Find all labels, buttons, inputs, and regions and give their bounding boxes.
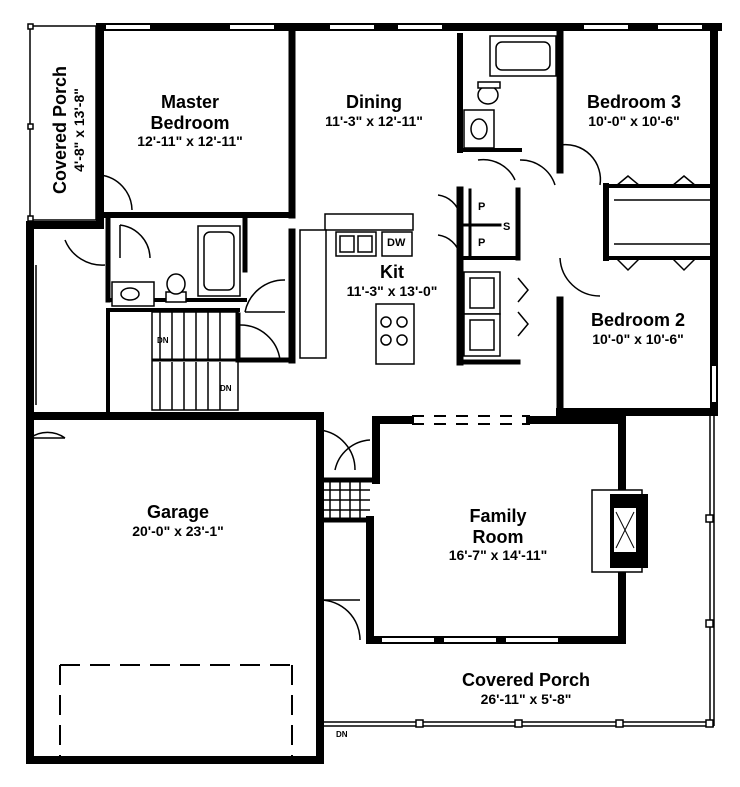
stairs: [151, 311, 370, 520]
family-room-label: Family Room 16'-7" x 14'-11": [428, 506, 568, 563]
stair-dn-lower-label: DN: [220, 384, 232, 393]
bedroom3-name: Bedroom 3: [586, 92, 682, 112]
side-porch-dims: 4'-8" x 13'-8": [70, 88, 87, 172]
master-bedroom-dims: 12'-11" x 12'-11": [137, 133, 243, 150]
kitchen-name: Kit: [380, 262, 404, 282]
garage-door-outline: [59, 664, 293, 760]
stair-dn-upper-label: DN: [157, 336, 169, 345]
door-swings: [29, 143, 697, 641]
master-bedroom-name-2: Bedroom: [150, 112, 230, 133]
bedroom3-label: Bedroom 3 10'-0" x 10'-6": [564, 92, 704, 129]
side-porch-label: Covered Porch 4'-8" x 13'-8": [50, 55, 87, 205]
bedroom2-label: Bedroom 2 10'-0" x 10'-6": [568, 310, 708, 347]
closet-rods: [35, 199, 714, 405]
shelf-label: S: [503, 221, 511, 233]
front-porch-outline: [320, 416, 715, 728]
garage-label: Garage 20'-0" x 23'-1": [108, 502, 248, 539]
dining-label: Dining 11'-3" x 12'-11": [304, 92, 444, 129]
opening-dashed: [412, 415, 530, 425]
family-room-name-1: Family: [469, 506, 527, 526]
garage-dims: 20'-0" x 23'-1": [132, 522, 224, 539]
kitchen-counters: [299, 213, 501, 365]
pantry-top-label: P: [478, 201, 486, 213]
front-porch-dims: 26'-11" x 5'-8": [480, 690, 572, 707]
dining-dims: 11'-3" x 12'-11": [325, 112, 423, 129]
bath-fixtures: [111, 35, 557, 307]
master-bedroom-name-1: Master: [160, 92, 220, 112]
porch-dn-label: DN: [336, 730, 348, 739]
front-porch-label: Covered Porch 26'-11" x 5'-8": [446, 670, 606, 707]
garage-name: Garage: [146, 502, 210, 522]
bedroom2-dims: 10'-0" x 10'-6": [592, 330, 684, 347]
kitchen-label: Kit 11'-3" x 13'-0": [322, 262, 462, 299]
dining-name: Dining: [346, 92, 402, 112]
family-room-dims: 16'-7" x 14'-11": [448, 547, 548, 564]
pantry-bottom-label: P: [478, 237, 486, 249]
front-porch-name: Covered Porch: [461, 670, 591, 690]
fireplace: [591, 489, 648, 573]
kitchen-dims: 11'-3" x 13'-0": [346, 282, 438, 299]
dishwasher-label: DW: [387, 237, 406, 249]
side-porch-name: Covered Porch: [50, 65, 70, 195]
bedroom3-dims: 10'-0" x 10'-6": [588, 112, 680, 129]
bedroom2-name: Bedroom 2: [590, 310, 686, 330]
family-room-name-2: Room: [472, 526, 524, 547]
master-bedroom-label: Master Bedroom 12'-11" x 12'-11": [120, 92, 260, 149]
